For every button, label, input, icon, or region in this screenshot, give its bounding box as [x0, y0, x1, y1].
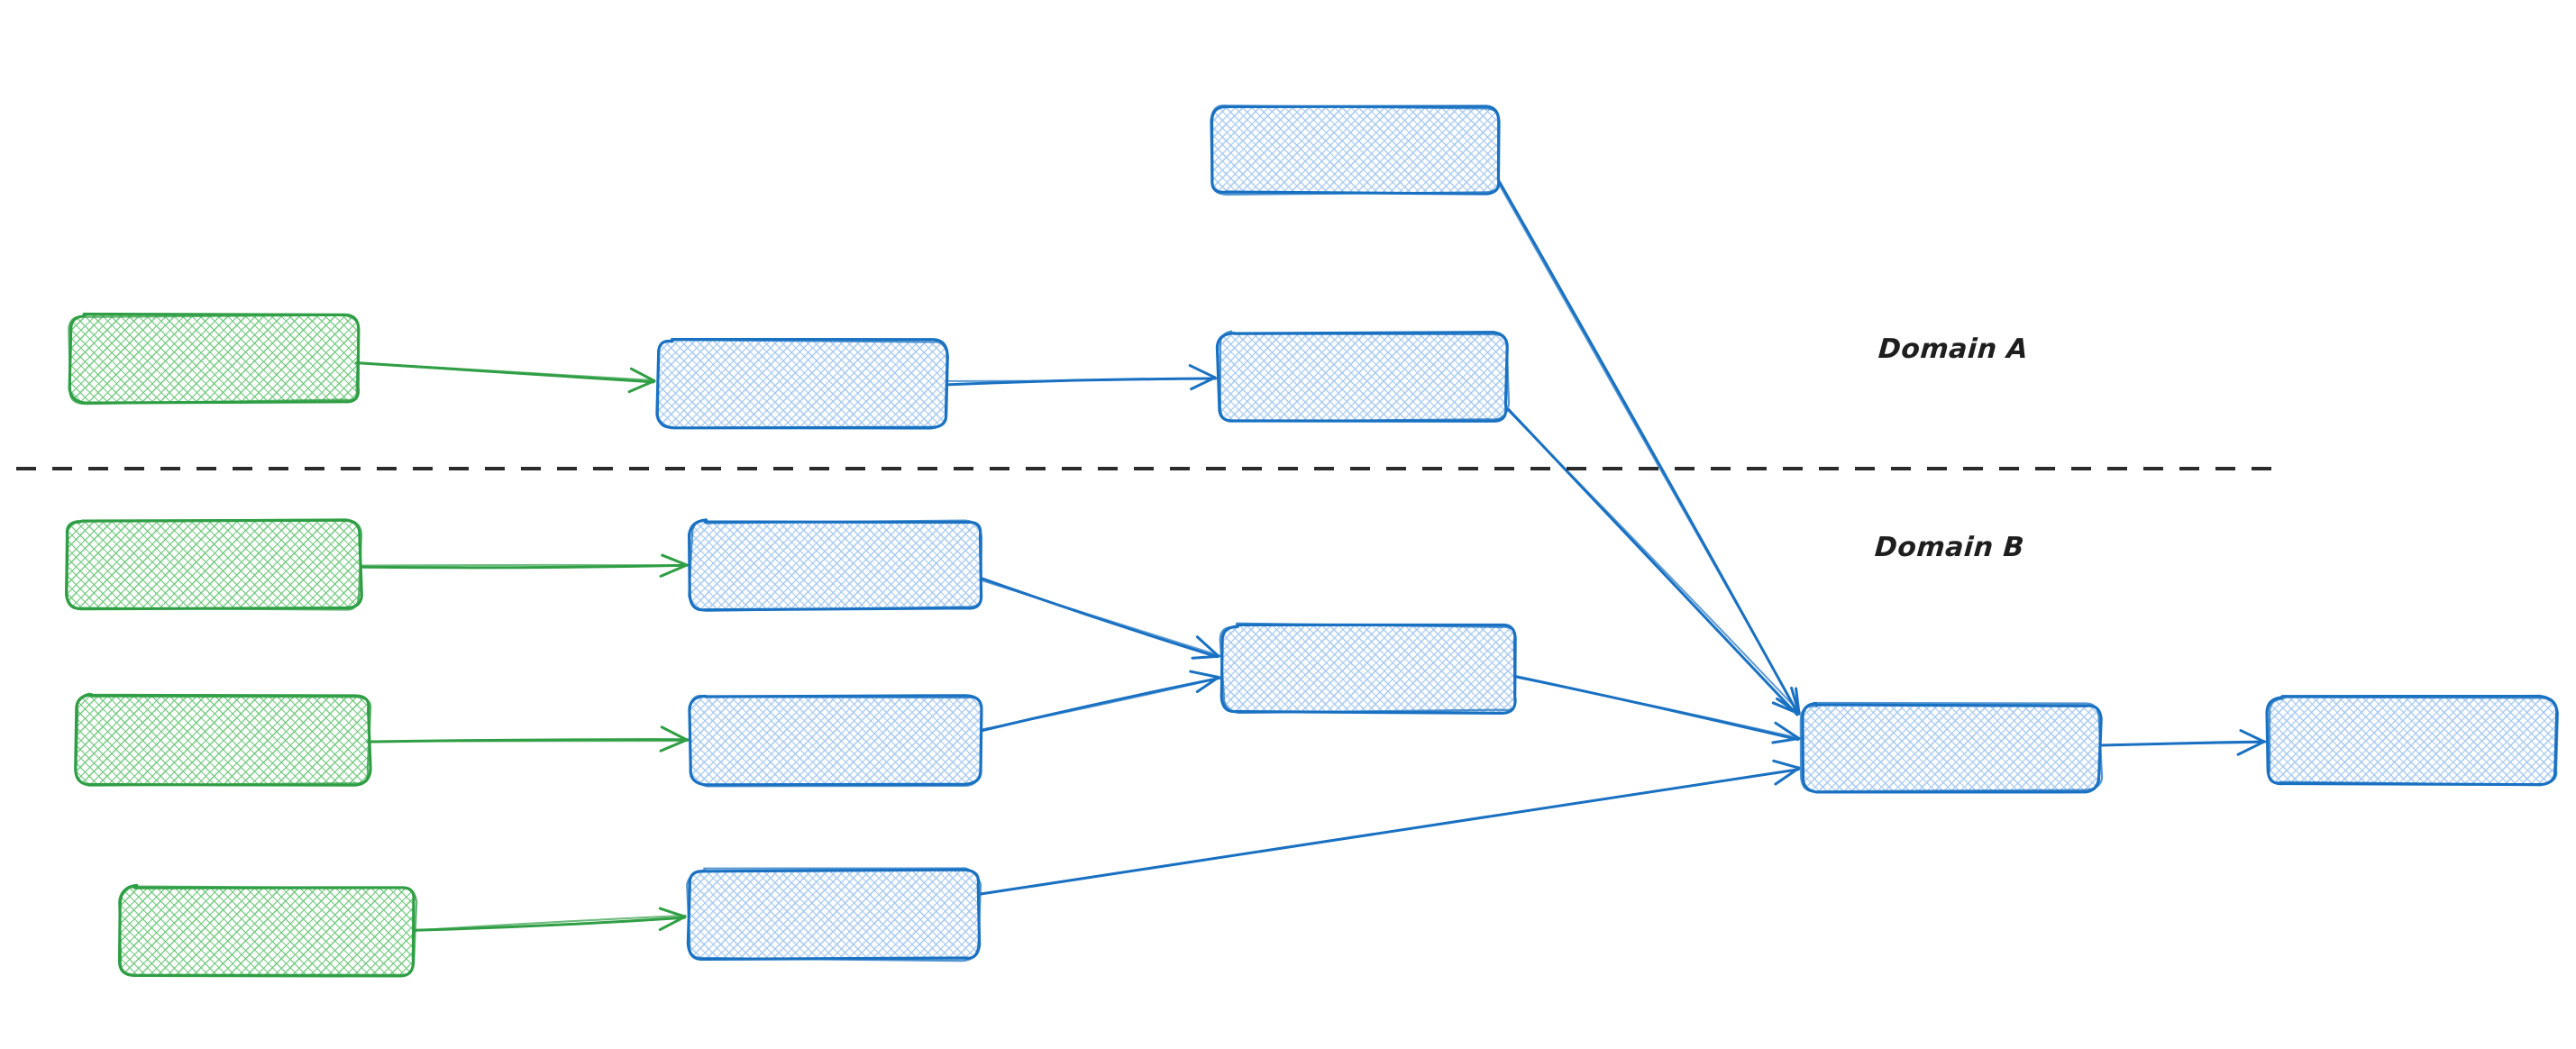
edge-arrowhead	[1774, 721, 1801, 740]
edge-line	[357, 361, 655, 382]
edge-arrowhead	[658, 915, 687, 932]
node-outline	[1210, 104, 1500, 196]
edge-arrowhead	[1191, 654, 1220, 660]
node-outline	[65, 518, 363, 611]
edge-arrowhead	[659, 563, 689, 578]
node-a-src-1[interactable]	[68, 312, 361, 406]
edge-arrowhead	[1771, 736, 1801, 744]
edge-e11[interactable]	[977, 759, 1801, 896]
edge-line	[981, 678, 1219, 731]
edge-arrowhead	[1774, 766, 1801, 786]
node-fill	[1222, 625, 1516, 712]
edge-arrowhead	[1771, 701, 1801, 716]
edge-line	[977, 578, 1221, 657]
edge-line	[360, 563, 690, 567]
edge-line	[980, 577, 1219, 659]
node-fill	[70, 315, 359, 402]
node-b-sink-1[interactable]	[1799, 701, 2104, 794]
node-b-proc-2[interactable]	[688, 694, 983, 788]
edge-e7[interactable]	[412, 907, 687, 932]
node-b-merge-1[interactable]	[1219, 622, 1517, 715]
node-fill	[689, 871, 979, 959]
node-a-proc-1[interactable]	[655, 338, 949, 430]
node-fill	[2268, 698, 2556, 784]
node-outline	[1219, 622, 1517, 715]
node-fill	[121, 887, 415, 975]
node-a-proc-2[interactable]	[1215, 330, 1511, 423]
edge-line	[1514, 676, 1802, 740]
edge-e1[interactable]	[355, 361, 656, 394]
edge-e9[interactable]	[981, 670, 1221, 733]
edge-arrowhead	[659, 738, 689, 753]
edge-arrowhead	[1190, 376, 1217, 391]
edge-arrowhead	[660, 725, 689, 742]
node-outline	[75, 692, 372, 787]
node-a-top-1[interactable]	[1210, 104, 1501, 196]
edge-arrowhead	[2236, 740, 2266, 756]
node-outline	[118, 885, 418, 976]
edge-line	[2101, 741, 2266, 746]
node-fill	[76, 696, 370, 784]
node-outline	[2268, 696, 2560, 787]
edge-line	[946, 377, 1215, 382]
edge-arrowhead	[2239, 729, 2266, 743]
edge-arrowhead	[627, 379, 656, 394]
node-outline	[68, 314, 361, 406]
node-b-proc-1[interactable]	[687, 518, 983, 612]
edge-arrowhead	[1790, 686, 1801, 716]
node-b-src-1[interactable]	[65, 518, 363, 611]
node-fill	[1211, 106, 1500, 193]
edge-arrowhead	[661, 553, 689, 567]
edge-e6[interactable]	[366, 725, 690, 753]
edge-arrowhead	[1195, 635, 1220, 658]
node-outline	[688, 518, 983, 612]
node-fill	[67, 521, 361, 609]
edge-e12[interactable]	[2098, 729, 2267, 756]
edge-arrowhead	[629, 367, 656, 383]
edge-line	[1506, 409, 1801, 714]
node-b-sink-2[interactable]	[2265, 694, 2560, 787]
node-outline	[689, 694, 983, 788]
edge-e8[interactable]	[977, 577, 1221, 660]
edge-arrowhead	[658, 907, 687, 918]
edge-line	[361, 563, 689, 570]
node-outline	[1799, 701, 2104, 793]
node-outline	[656, 339, 949, 430]
edge-e2[interactable]	[945, 364, 1218, 391]
domain-b-label: Domain B	[1873, 532, 2026, 563]
edge-arrowhead	[1188, 364, 1217, 379]
node-outline	[686, 867, 982, 962]
node-b-proc-3[interactable]	[686, 867, 982, 962]
edge-line	[1498, 184, 1799, 714]
edge-e4[interactable]	[1506, 407, 1801, 716]
node-fill	[1219, 333, 1507, 420]
edge-line	[977, 769, 1800, 895]
edge-line	[412, 914, 687, 932]
edge-arrowhead	[1772, 759, 1801, 770]
edge-line	[412, 916, 686, 932]
node-b-src-2[interactable]	[74, 692, 372, 787]
node-fill	[1803, 705, 2100, 791]
edge-e5[interactable]	[360, 553, 690, 578]
edge-e10[interactable]	[1512, 674, 1802, 744]
node-fill	[658, 341, 946, 427]
edge-arrowhead	[1189, 670, 1220, 679]
domain-a-label: Domain A	[1877, 333, 2030, 365]
node-b-src-3[interactable]	[117, 883, 418, 978]
node-fill	[690, 521, 981, 609]
node-outline	[1219, 330, 1511, 423]
node-fill	[690, 696, 981, 784]
edges-group	[355, 180, 2267, 932]
nodes-group	[65, 104, 2560, 978]
edge-arrowhead	[1195, 675, 1220, 694]
